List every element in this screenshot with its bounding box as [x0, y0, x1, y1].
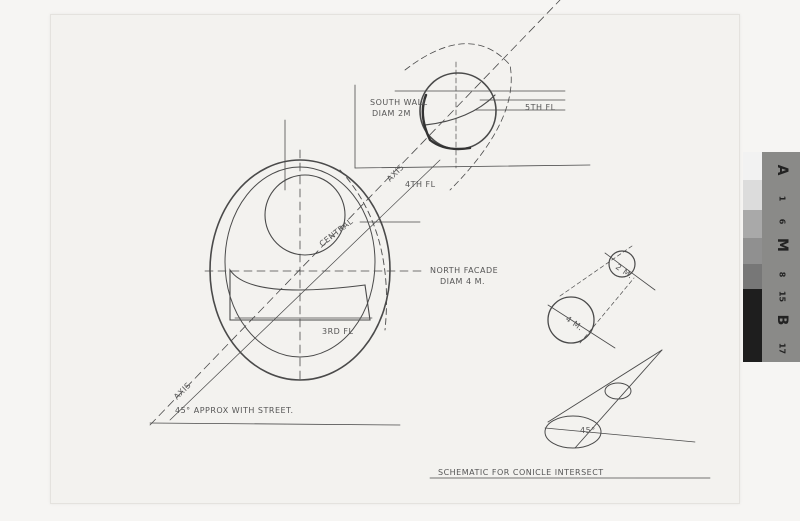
inner-wall [229, 268, 371, 321]
circle-tangent-2 [579, 277, 635, 344]
north-facade-diam-label: DIAM 4 M. [440, 277, 485, 286]
sphere-shading [421, 93, 472, 151]
patch-white [743, 152, 762, 180]
large-circle [547, 296, 595, 344]
card-label-m: M [774, 238, 790, 252]
large-circle-diameter [547, 304, 616, 349]
large-circle-label: 4 M. [564, 314, 585, 332]
upper-ellipse [404, 43, 512, 191]
patch-light [743, 180, 762, 210]
fourth-floor-label: 4TH FL [405, 180, 436, 189]
cone-baseline [544, 427, 696, 443]
main-axis-line [149, 0, 561, 426]
cone-section [604, 382, 632, 400]
south-wall-sphere [419, 72, 497, 150]
third-floor-label: 3RD FL [322, 327, 353, 336]
card-label-17: 17 [777, 342, 787, 355]
ground-line [354, 164, 591, 169]
cone-base [544, 415, 602, 449]
street-note: 45° APPROX WITH STREET. [175, 406, 294, 415]
north-facade-ring [209, 159, 391, 381]
south-wall-label: SOUTH WALL [370, 98, 428, 107]
dashed-arc [339, 169, 387, 331]
patch-mid-dark [743, 264, 762, 289]
cone-edge-1 [547, 349, 663, 423]
caption: SCHEMATIC FOR CONICLE INTERSECT [438, 468, 604, 477]
south-wall-diam-label: DIAM 2M [372, 109, 411, 118]
card-label-a: A [774, 164, 790, 176]
small-circle [608, 250, 636, 278]
street-line [149, 422, 401, 426]
drawing-paper [50, 14, 740, 504]
cone-angle-label: 45° [580, 426, 596, 435]
fifth-floor-label: 5TH FL [525, 103, 556, 112]
small-circle-label: 2 M. [614, 262, 635, 280]
central-sphere [264, 174, 346, 256]
card-label-b: B [774, 314, 790, 326]
color-calibration-card: A 1 6 M 8 15 B 17 [743, 152, 800, 362]
patch-mid-light [743, 210, 762, 238]
axis-top-label: AXIS [385, 163, 406, 184]
patch-mid [743, 238, 762, 264]
circle-tangent-1 [559, 245, 633, 297]
central-label: CENTRAL [318, 217, 355, 249]
patch-black [743, 289, 762, 362]
north-facade-label: NORTH FACADE [430, 266, 498, 275]
sphere-band [424, 94, 496, 126]
